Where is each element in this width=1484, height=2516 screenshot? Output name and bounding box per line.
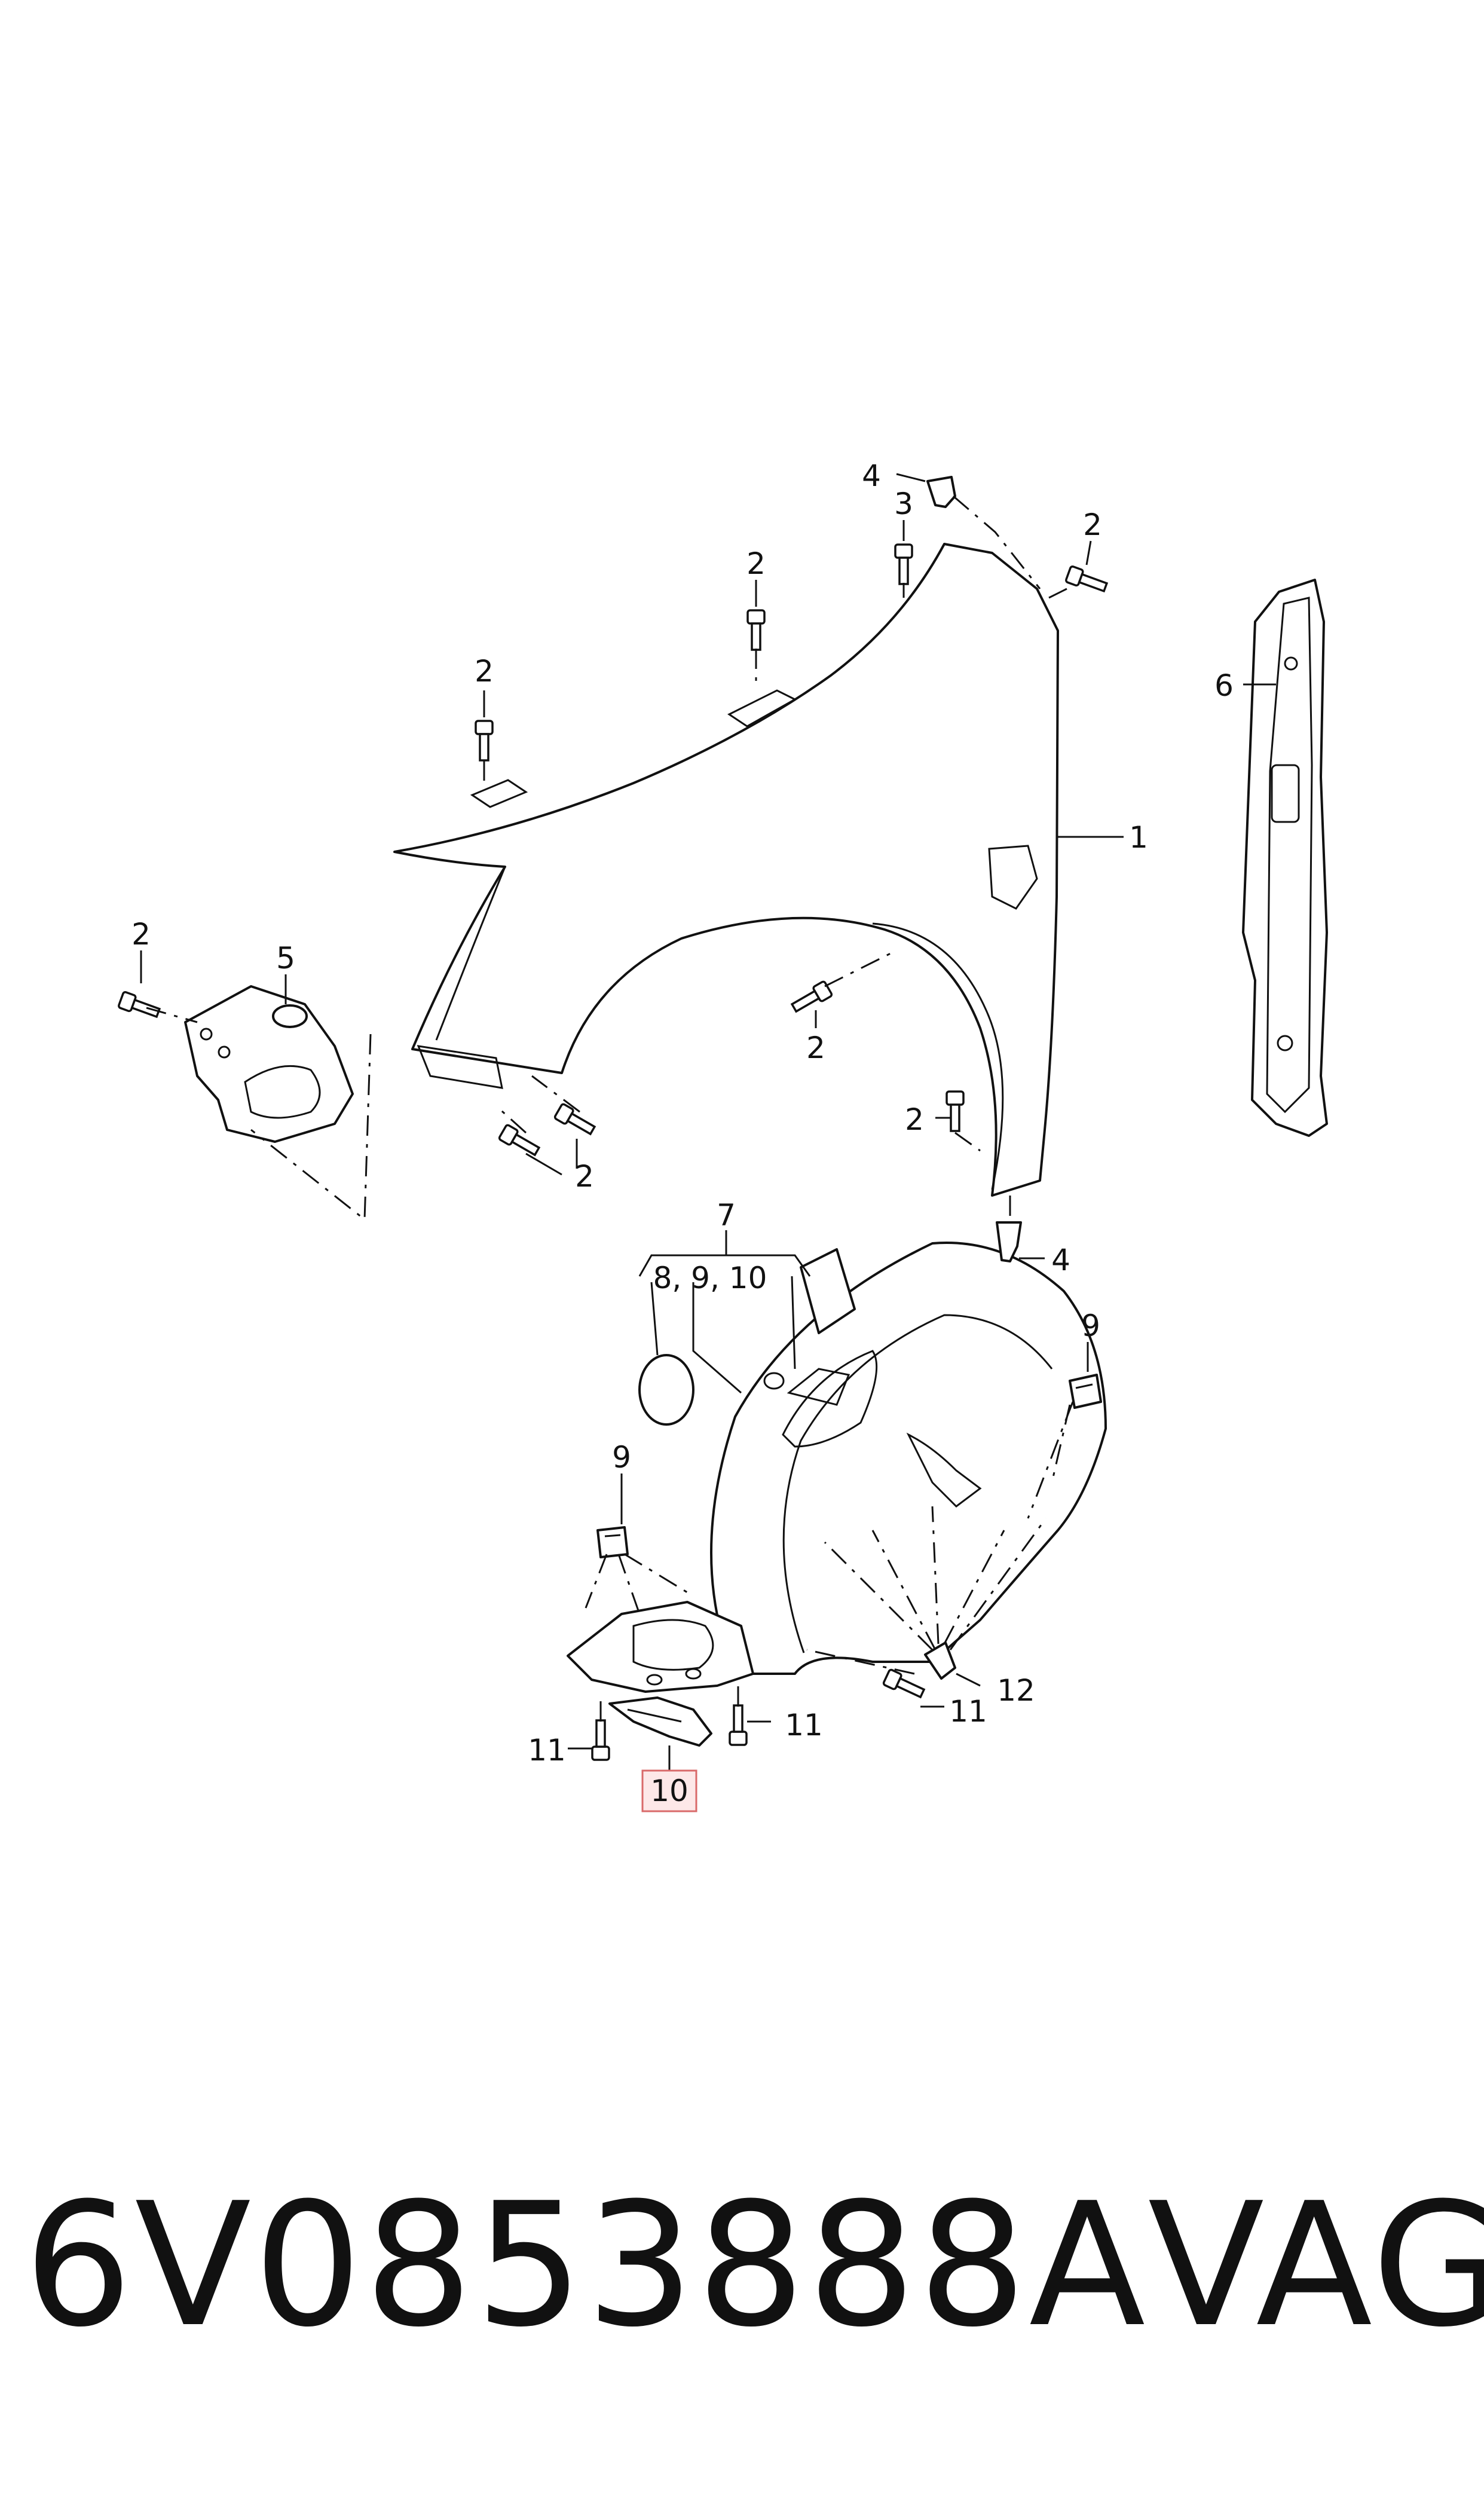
- assembly-lines: [146, 495, 1074, 1722]
- deflector-piece[interactable]: [608, 1696, 712, 1747]
- callout-2[interactable]: 2: [905, 1102, 924, 1137]
- hex-bolt[interactable]: [498, 1124, 541, 1158]
- callout-12[interactable]: 12: [997, 1673, 1035, 1708]
- callout-2[interactable]: 2: [575, 1159, 594, 1194]
- callout-4[interactable]: 4: [1051, 1243, 1070, 1277]
- callout-1[interactable]: 1: [1129, 820, 1148, 855]
- fender-bracket[interactable]: [184, 985, 354, 1143]
- nut-clip[interactable]: [596, 1526, 629, 1558]
- callout-2[interactable]: 2: [131, 917, 151, 952]
- leader-lines: [140, 473, 1276, 1775]
- callout-7[interactable]: 7: [717, 1198, 736, 1233]
- callout-11[interactable]: 11: [949, 1694, 987, 1729]
- hex-bolt[interactable]: [729, 1704, 748, 1746]
- callout-2[interactable]: 2: [806, 1031, 825, 1065]
- hex-bolt[interactable]: [882, 1668, 926, 1701]
- nut-clip[interactable]: [1069, 1374, 1102, 1409]
- fender-seal-strip[interactable]: [1242, 579, 1328, 1137]
- hex-bolt[interactable]: [746, 609, 766, 651]
- fender-panel[interactable]: [393, 543, 1059, 1197]
- callout-11[interactable]: 11: [785, 1708, 823, 1742]
- callouts: 4 3 2 2 2 1 6 2 5 2 2 2 4 7 8, 9, 10 9 9…: [131, 458, 1234, 1808]
- hex-bolt[interactable]: [475, 720, 494, 762]
- expanding-nut[interactable]: [996, 1221, 1022, 1262]
- callout-3[interactable]: 3: [894, 487, 913, 521]
- plug-cap[interactable]: [638, 1354, 694, 1426]
- expanding-nut[interactable]: [924, 1641, 956, 1680]
- brand-label: VAG: [1148, 2166, 1484, 2365]
- callout-9[interactable]: 9: [1081, 1309, 1100, 1343]
- callout-9[interactable]: 9: [612, 1440, 631, 1475]
- hex-bolt[interactable]: [1065, 565, 1109, 595]
- callout-8-9-10[interactable]: 8, 9, 10: [653, 1261, 767, 1295]
- callout-10[interactable]: 10: [650, 1774, 689, 1808]
- callout-2[interactable]: 2: [746, 546, 766, 581]
- highlight-box: [641, 1769, 697, 1812]
- callout-5[interactable]: 5: [276, 941, 295, 976]
- callout-2[interactable]: 2: [475, 654, 494, 689]
- expanding-nut[interactable]: [926, 476, 956, 508]
- hex-bolt[interactable]: [553, 1103, 596, 1138]
- callout-4[interactable]: 4: [862, 458, 881, 493]
- callout-2[interactable]: 2: [1083, 508, 1102, 542]
- hex-bolt[interactable]: [118, 991, 161, 1021]
- wheel-housing-liner[interactable]: [567, 1242, 1107, 1693]
- footer: 6V0853888A VAG: [24, 2166, 1484, 2365]
- hex-bolt[interactable]: [946, 1090, 965, 1132]
- hex-bolt[interactable]: [894, 543, 913, 585]
- callout-11[interactable]: 11: [528, 1733, 566, 1768]
- parts-diagram: 4 3 2 2 2 1 6 2 5 2 2 2 4 7 8, 9, 10 9 9…: [118, 458, 1328, 1812]
- part-number: 6V0853888A: [24, 2166, 1148, 2365]
- callout-6[interactable]: 6: [1214, 668, 1234, 703]
- hex-bolt[interactable]: [790, 980, 833, 1015]
- hex-bolt[interactable]: [591, 1719, 610, 1761]
